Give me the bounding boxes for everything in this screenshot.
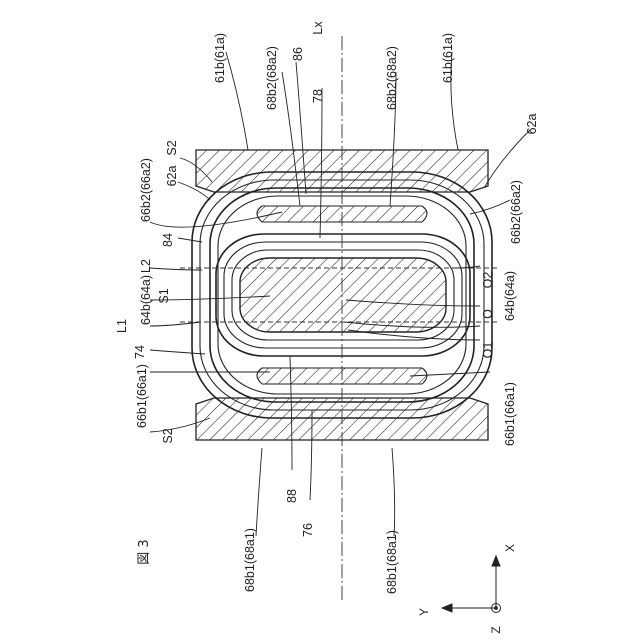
label-64b-right: 64b(64a) [503,271,517,321]
label-78: 78 [311,89,325,103]
label-84: 84 [161,233,175,247]
label-s2-bottom: S2 [161,428,175,443]
label-o: O [481,309,495,319]
label-68b1-left: 68b1(68a1) [243,528,257,592]
axis-z-dot [495,607,498,610]
axis-y-label: Y [417,608,431,616]
label-lx: Lx [311,21,325,35]
label-66b2-right: 66b2(66a2) [509,180,523,244]
label-o2: O2 [481,272,495,289]
axis-x-arrowhead [492,556,500,566]
label-68b2-right: 68b2(68a2) [385,46,399,110]
label-66b1-right: 66b1(66a1) [503,382,517,446]
axis-x-label: X [503,544,517,552]
label-62a-left: 62a [165,166,179,187]
axis-z-label: Z [489,626,503,633]
label-61b-left: 61b(61a) [213,33,227,83]
label-66b1-left: 66b1(66a1) [135,364,149,428]
axis-y-arrowhead [442,604,452,612]
core-64b [240,258,446,332]
label-66b2-left: 66b2(66a2) [139,158,153,222]
axis-indicator [442,556,501,613]
label-68b1-right: 68b1(68a1) [385,530,399,594]
label-76: 76 [301,523,315,537]
label-86: 86 [291,47,305,61]
label-o1: O1 [481,342,495,359]
figure-title: 図 3 [137,539,152,564]
label-68b2-left: 68b2(68a2) [265,46,279,110]
label-64b-left: 64b(64a) [139,275,153,325]
label-l1: L1 [115,319,129,333]
label-s2-top: S2 [165,140,179,155]
cross-section [180,36,500,600]
label-62a-right: 62a [525,114,539,135]
label-74: 74 [133,345,147,359]
label-l2: L2 [139,259,153,273]
label-88: 88 [285,489,299,503]
label-s1: S1 [157,288,171,303]
label-61b-right: 61b(61a) [441,33,455,83]
figure-title-box: 図 3 [137,539,152,564]
